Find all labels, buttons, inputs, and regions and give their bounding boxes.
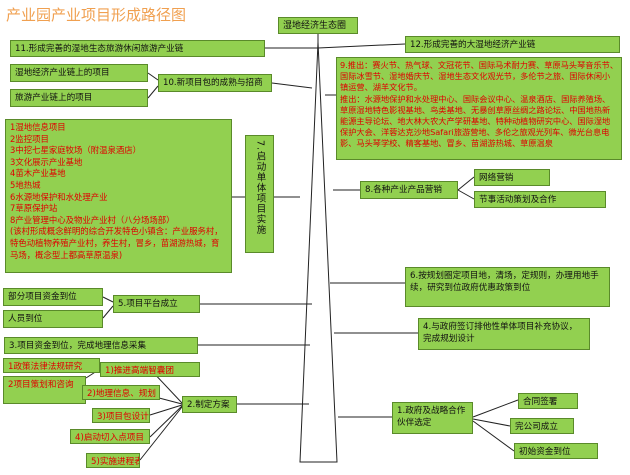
wetland-chain-projects-box: 湿地经济产业链上的项目 (10, 64, 148, 82)
project-pack-design-box: 3)项目包设计 (92, 408, 150, 423)
policy-research-box: 1政策法律法规研究 (3, 358, 100, 373)
product-marketing-box: 8.各种产业产品营销 (360, 181, 458, 199)
platform-established-box: 5.项目平台成立 (113, 295, 200, 313)
funding-complete-box: 3.项目资金到位，完成地理信息采集 (4, 337, 198, 354)
entry-project-box: 4)启动切入点项目 (70, 429, 150, 444)
government-agreement-box: 4.与政府签订排他性单体项目补充协议，完成规划设计 (418, 318, 590, 350)
project-list-box: 1湿地信息项目 2监控项目 3中挖七星家庭牧场（附温泉酒店） 3文化展示产业基地… (5, 119, 232, 273)
geo-planning-box: 2)地理信息、规划 (82, 385, 160, 400)
schedule-box: 5)实施进程表 (86, 453, 140, 468)
new-project-pack-box: 10.新项目包的成熟与招商 (158, 74, 272, 92)
launch-projects-label: 7.启动单体项目实施 (254, 140, 266, 236)
launch-projects-box: 7.启动单体项目实施 (245, 135, 274, 253)
company-setup-box: 完公司成立 (510, 418, 574, 434)
initial-funding-box: 初始资金到位 (514, 443, 598, 459)
ecosphere-label: 湿地经济生态圈 (278, 17, 358, 34)
plan-box: 2.制定方案 (182, 396, 237, 413)
promotion-box: 9.推出：赛火节、热气球、文冠花节、国际马术耐力赛、草原马头琴音乐节、国际冰雪节… (336, 57, 622, 160)
online-marketing-box: 网络营销 (474, 169, 550, 186)
central-spire (299, 41, 338, 463)
partner-selection-box: 1.政府及战略合作伙伴选定 (392, 402, 473, 434)
event-planning-box: 节事活动策划及合作 (474, 191, 606, 208)
personnel-box: 人员到位 (3, 310, 103, 328)
tourism-industry-chain-box: 11.形成完善的湿地生态旅游休闲旅游产业链 (10, 40, 265, 57)
wetland-economy-chain-box: 12.形成完善的大湿地经济产业链 (405, 36, 620, 53)
land-planning-box: 6.按规划圈定项目地，清场，定规则，办理用地手续，研究到位政府优惠政策到位 (405, 267, 610, 307)
page-title: 产业园产业项目形成路径图 (6, 6, 187, 24)
partial-funding-box: 部分项目资金到位 (3, 288, 103, 306)
think-tank-box: 1)推进高端智囊团 (100, 362, 200, 377)
contract-signing-box: 合同签署 (518, 393, 578, 409)
tourism-chain-projects-box: 旅游产业链上的项目 (10, 89, 148, 107)
project-consulting-box: 2项目策划和咨询 (3, 376, 86, 404)
